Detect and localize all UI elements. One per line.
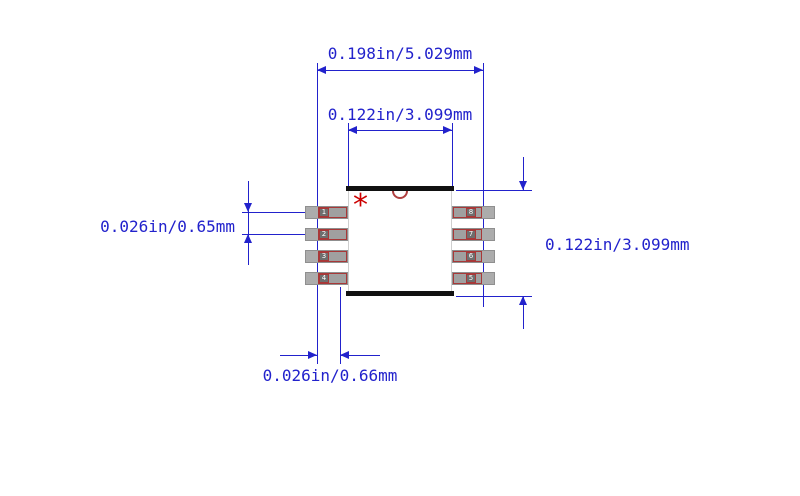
pin-number: 8 xyxy=(466,208,476,217)
pin-lead xyxy=(318,251,347,262)
extension-line-body-right xyxy=(452,123,453,186)
dim-label-body-height: 0.122in/3.099mm xyxy=(545,235,690,254)
arrow-icon xyxy=(519,181,527,190)
arrow-icon xyxy=(519,296,527,305)
dim-line-body-height-top xyxy=(523,157,524,190)
arrow-icon xyxy=(348,126,357,134)
extension-line-right xyxy=(483,63,484,307)
dim-line-pad-width-left xyxy=(280,355,317,356)
pin-number: 5 xyxy=(466,274,476,283)
pin-number: 2 xyxy=(319,230,329,239)
pin-number: 3 xyxy=(319,252,329,261)
pin-number: 1 xyxy=(319,208,329,217)
pin-right-6: 6 xyxy=(452,250,495,263)
pin-right-8: 8 xyxy=(452,206,495,219)
arrow-icon xyxy=(443,126,452,134)
pin-left-4: 4 xyxy=(305,272,348,285)
arrow-icon xyxy=(340,351,349,359)
pin-number: 4 xyxy=(319,274,329,283)
dim-line-body-height-bottom xyxy=(523,296,524,329)
dim-line-overall-width xyxy=(317,70,483,71)
arrow-icon xyxy=(244,203,252,212)
extension-line-pin2-center xyxy=(242,234,306,235)
pin-lead xyxy=(318,229,347,240)
package-bottom-edge xyxy=(346,291,454,296)
dim-line-pad-width-right xyxy=(340,355,380,356)
arrow-icon xyxy=(474,66,483,74)
pin-lead xyxy=(318,207,347,218)
arrow-icon xyxy=(244,234,252,243)
pin-left-2: 2 xyxy=(305,228,348,241)
pin-left-3: 3 xyxy=(305,250,348,263)
package-top-edge xyxy=(346,186,454,191)
extension-line-body-left xyxy=(348,123,349,186)
pin-left-1: 1 xyxy=(305,206,348,219)
dim-label-overall-width: 0.198in/5.029mm xyxy=(327,44,473,63)
pin-lead xyxy=(318,273,347,284)
pin-right-7: 7 xyxy=(452,228,495,241)
pin-number: 7 xyxy=(466,230,476,239)
arrow-icon xyxy=(308,351,317,359)
dim-label-body-width: 0.122in/3.099mm xyxy=(327,105,473,124)
extension-line-pin1-center xyxy=(242,212,306,213)
extension-line-body-bottom xyxy=(456,296,532,297)
pin1-asterisk-icon: * xyxy=(353,188,368,223)
pin-number: 6 xyxy=(466,252,476,261)
dim-line-pin-pitch xyxy=(248,181,249,265)
dim-label-pad-width: 0.026in/0.66mm xyxy=(262,366,398,385)
dim-line-body-width xyxy=(348,130,452,131)
package-body xyxy=(348,190,452,296)
dim-label-pin-pitch: 0.026in/0.65mm xyxy=(100,217,235,236)
extension-line-body-top xyxy=(456,190,532,191)
pin-right-5: 5 xyxy=(452,272,495,285)
arrow-icon xyxy=(317,66,326,74)
extension-line-pad-right xyxy=(340,287,341,364)
